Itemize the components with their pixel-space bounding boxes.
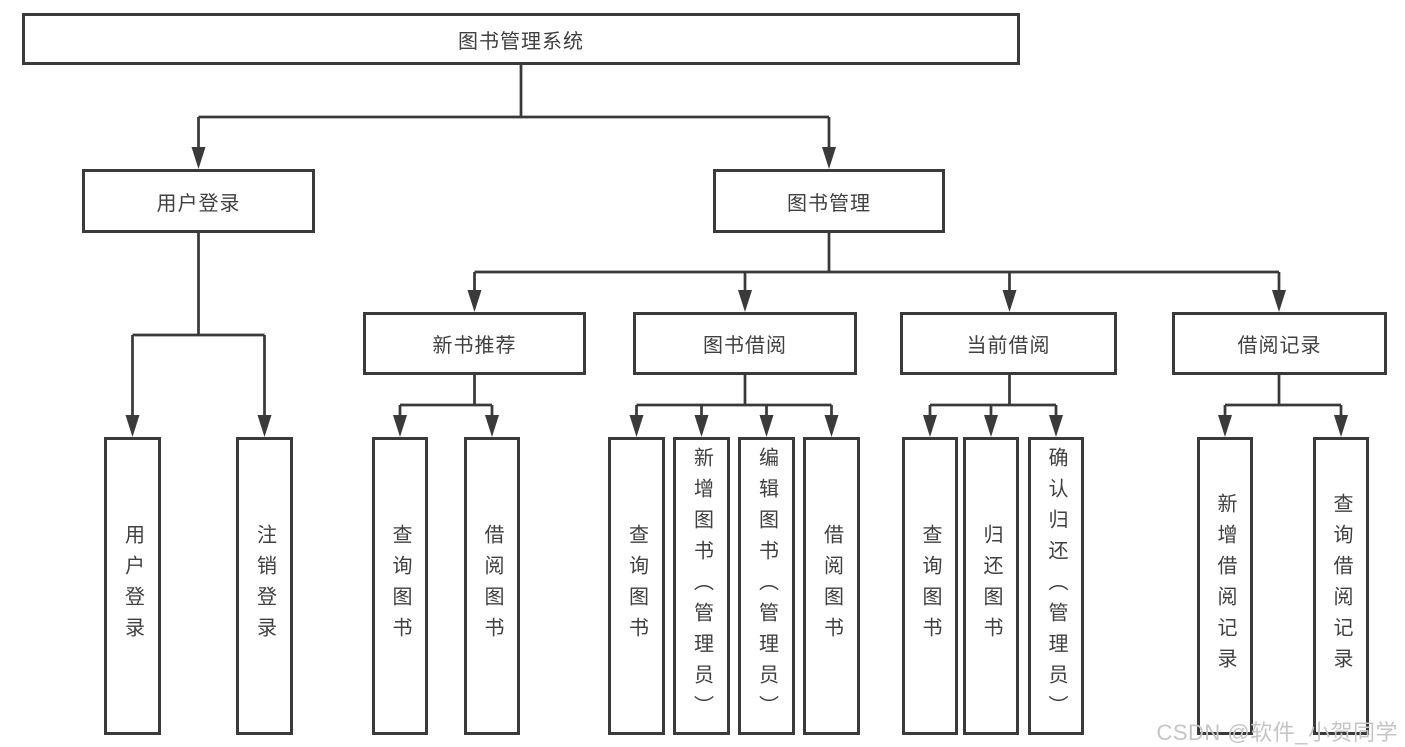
leaf-query-borrow-record: 查询借阅记录 [1313,437,1369,735]
node-library-system: 图书管理系统 [22,13,1020,65]
leaf-add-borrow-record: 新增借阅记录 [1197,437,1253,735]
leaf-query-books-2: 查询图书 [608,437,665,735]
node-book-management: 图书管理 [713,169,945,233]
node-current-borrowing: 当前借阅 [900,312,1117,375]
node-book-borrowing: 图书借阅 [633,312,857,375]
leaf-confirm-return-admin: 确认归还（管理员） [1028,437,1084,735]
leaf-query-books-3: 查询图书 [902,437,958,735]
node-user-login: 用户登录 [82,169,315,233]
leaf-add-book-admin: 新增图书（管理员） [673,437,730,735]
leaf-user-login: 用户登录 [104,437,161,735]
watermark: CSDN @软件_小贺同学 [1156,720,1398,745]
leaf-query-books-1: 查询图书 [372,437,428,735]
node-new-book-recommend: 新书推荐 [363,312,586,375]
leaf-borrow-books-1: 借阅图书 [464,437,520,735]
leaf-logout: 注销登录 [236,437,293,735]
leaf-return-book: 归还图书 [963,437,1019,735]
leaf-borrow-books-2: 借阅图书 [803,437,860,735]
leaf-edit-book-admin: 编辑图书（管理员） [738,437,795,735]
arrowheads [125,147,1348,437]
node-borrowing-records: 借阅记录 [1172,312,1387,375]
